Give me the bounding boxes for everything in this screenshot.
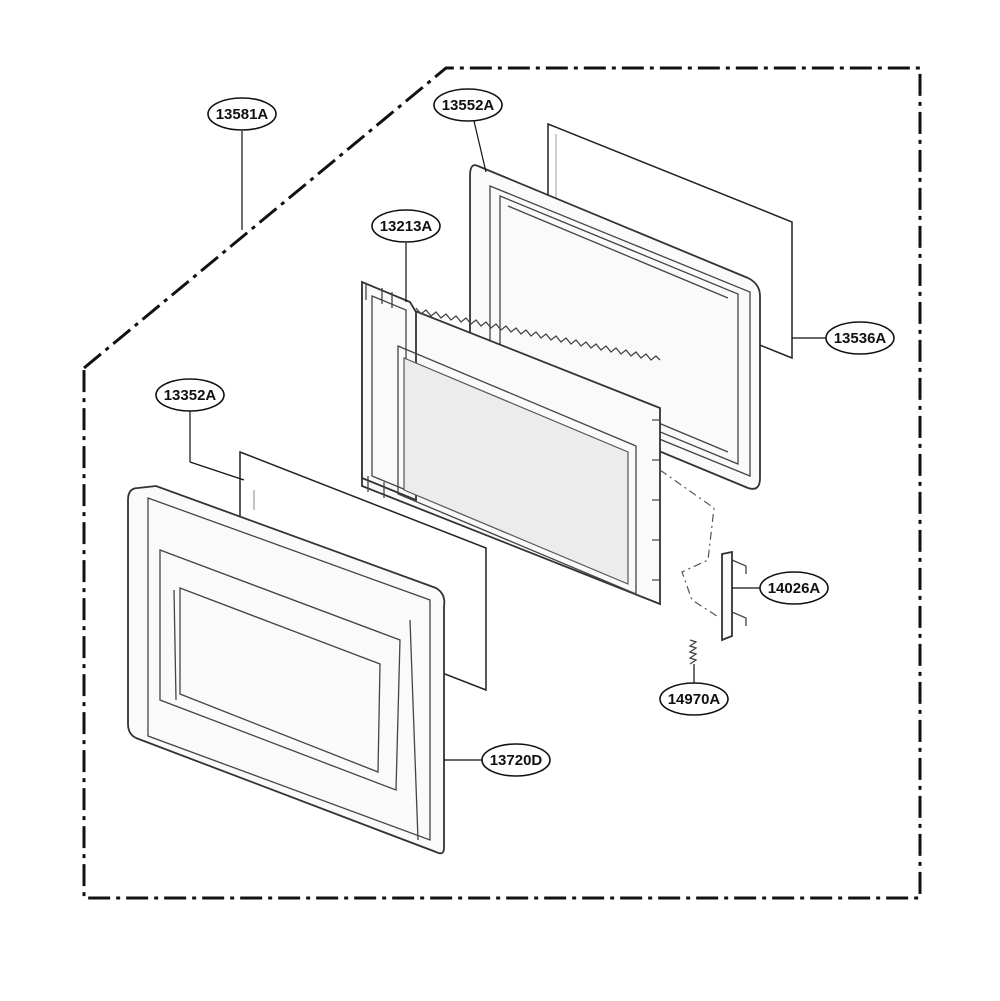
callout-label: 14970A [668,691,721,708]
part-13720D-door-frame [127,485,446,855]
callout-label: 13352A [164,387,217,404]
callout-14026A: 14026A [759,571,829,605]
callout-label: 13720D [490,752,543,769]
assembly-boundary [82,66,922,900]
leader-13552A [473,120,487,173]
callout-13213A: 13213A [371,209,441,243]
part-13552A-choke-frame [469,164,761,490]
part-14026A-latch-hook [721,550,747,642]
callout-label: 14026A [768,580,821,597]
part-13213A-door-assembly [361,280,661,606]
callout-13536A: 13536A [825,321,895,355]
callout-14970A: 14970A [659,682,729,716]
part-14970A-spring [688,639,698,665]
callout-label: 13552A [442,97,495,114]
callout-label: 13536A [834,330,887,347]
leader-13352A-b [189,461,245,481]
callout-label: 13581A [216,106,269,123]
callout-13552A: 13552A [433,88,503,122]
callout-13352A: 13352A [155,378,225,412]
callout-label: 13213A [380,218,433,235]
callout-13720D: 13720D [481,743,551,777]
callout-13581A: 13581A [207,97,277,131]
assembly-guide-line [659,469,721,619]
